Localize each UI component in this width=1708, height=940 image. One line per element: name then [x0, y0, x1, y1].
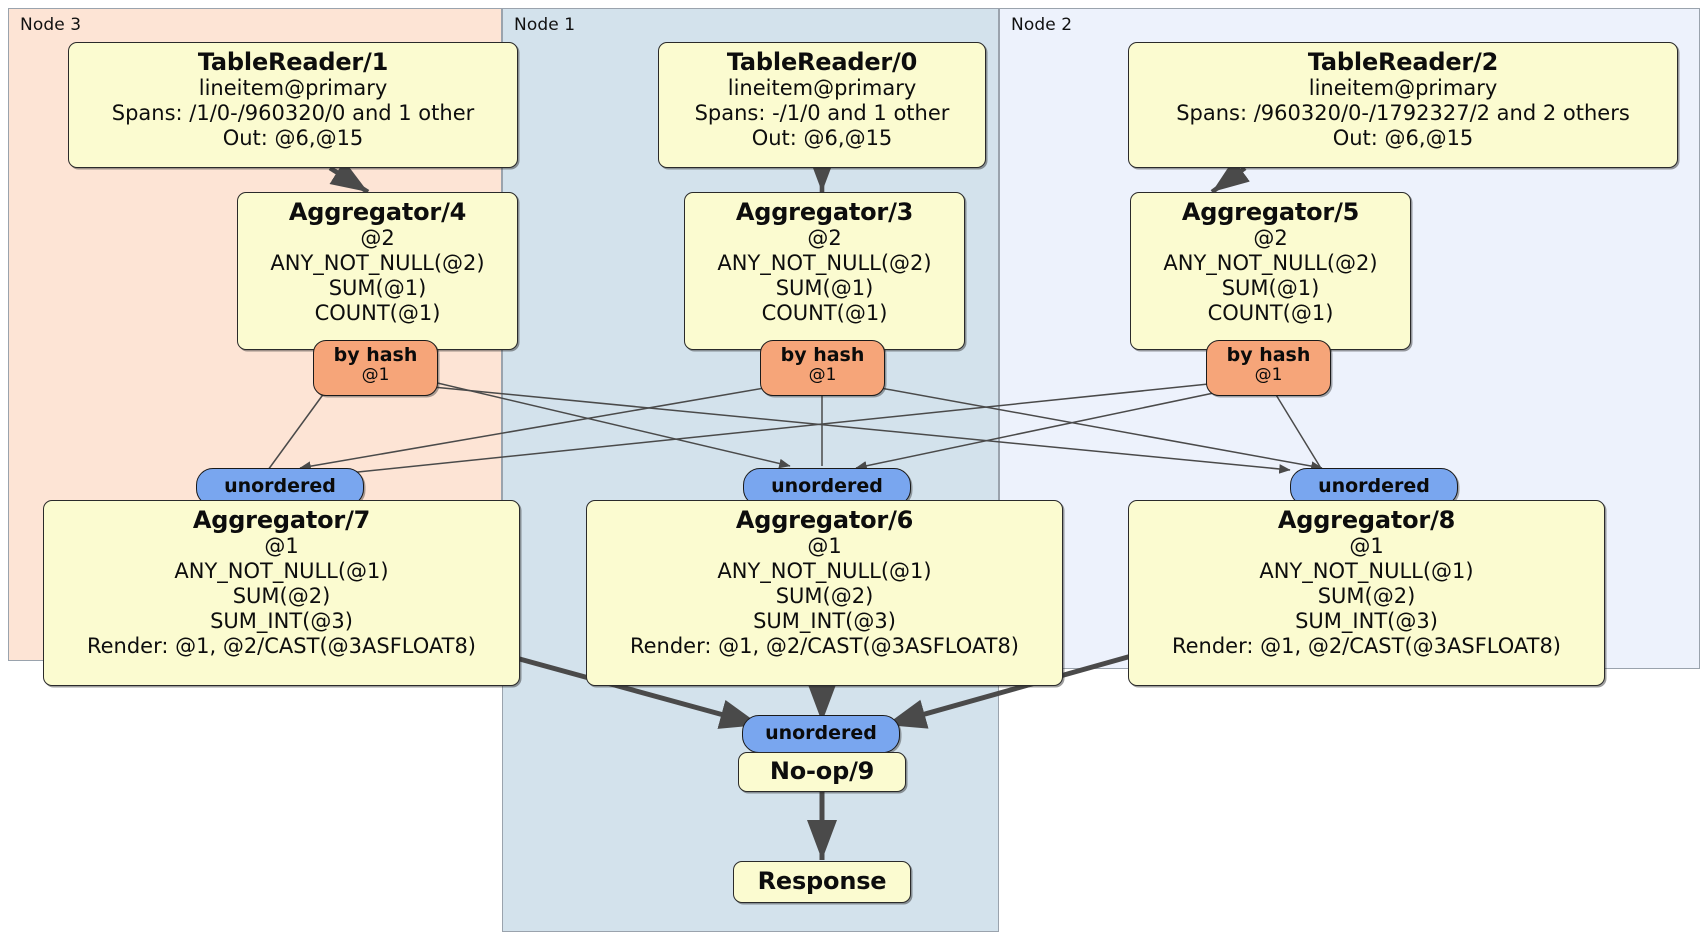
- processor-detail-agg-1: SUM(@1): [1221, 276, 1320, 301]
- processor-detail-out: Out: @6,@15: [222, 126, 364, 151]
- processor-title: Aggregator/4: [288, 198, 467, 226]
- processor-title: No-op/9: [769, 757, 875, 786]
- processor-detail-agg-1: SUM(@1): [775, 276, 874, 301]
- router-by-hash-left[interactable]: by hash @1: [313, 340, 438, 396]
- processor-tablereader-0[interactable]: TableReader/0 lineitem@primary Spans: -/…: [658, 42, 986, 168]
- processor-detail-agg-2: SUM_INT(@3): [210, 609, 353, 634]
- processor-detail-agg-0: ANY_NOT_NULL(@2): [270, 251, 485, 276]
- processor-detail-agg-1: SUM(@2): [1317, 584, 1416, 609]
- stream-label: unordered: [765, 722, 877, 745]
- processor-title: TableReader/0: [726, 48, 918, 76]
- processor-detail-groupcols: @1: [807, 534, 842, 559]
- stream-label: unordered: [1318, 475, 1430, 498]
- processor-aggregator-4[interactable]: Aggregator/4 @2 ANY_NOT_NULL(@2) SUM(@1)…: [237, 192, 518, 350]
- processor-detail-agg-0: ANY_NOT_NULL(@1): [717, 559, 932, 584]
- processor-detail-agg-2: SUM_INT(@3): [753, 609, 896, 634]
- processor-response[interactable]: Response: [733, 861, 911, 903]
- processor-detail-groupcols: @2: [1253, 226, 1288, 251]
- processor-detail-groupcols: @2: [360, 226, 395, 251]
- processor-detail-table: lineitem@primary: [198, 76, 388, 101]
- processor-title: Aggregator/8: [1277, 506, 1456, 534]
- processor-title: TableReader/2: [1307, 48, 1499, 76]
- processor-detail-groupcols: @1: [264, 534, 299, 559]
- processor-detail-render: Render: @1, @2/CAST(@3ASFLOAT8): [1171, 634, 1562, 659]
- processor-detail-agg-2: COUNT(@1): [1207, 301, 1334, 326]
- node-panel-label-node3: Node 3: [20, 15, 82, 35]
- processor-aggregator-7[interactable]: Aggregator/7 @1 ANY_NOT_NULL(@1) SUM(@2)…: [43, 500, 520, 686]
- processor-detail-spans: Spans: /960320/0-/1792327/2 and 2 others: [1176, 101, 1630, 126]
- processor-detail-spans: Spans: /1/0-/960320/0 and 1 other: [111, 101, 475, 126]
- stream-unordered-right[interactable]: unordered: [1290, 468, 1458, 506]
- processor-title: TableReader/1: [197, 48, 389, 76]
- processor-detail-agg-2: COUNT(@1): [761, 301, 888, 326]
- router-hash-column: @1: [1254, 364, 1283, 385]
- processor-title: Response: [757, 867, 887, 896]
- processor-tablereader-1[interactable]: TableReader/1 lineitem@primary Spans: /1…: [68, 42, 518, 168]
- stream-label: unordered: [771, 475, 883, 498]
- processor-aggregator-5[interactable]: Aggregator/5 @2 ANY_NOT_NULL(@2) SUM(@1)…: [1130, 192, 1411, 350]
- router-by-hash-right[interactable]: by hash @1: [1206, 340, 1331, 396]
- processor-detail-spans: Spans: -/1/0 and 1 other: [694, 101, 950, 126]
- processor-detail-agg-2: COUNT(@1): [314, 301, 441, 326]
- router-hash-column: @1: [808, 364, 837, 385]
- processor-detail-table: lineitem@primary: [727, 76, 917, 101]
- processor-detail-agg-0: ANY_NOT_NULL(@2): [1163, 251, 1378, 276]
- node-panel-label-node2: Node 2: [1011, 15, 1073, 35]
- processor-detail-groupcols: @2: [807, 226, 842, 251]
- processor-detail-out: Out: @6,@15: [751, 126, 893, 151]
- processor-detail-agg-0: ANY_NOT_NULL(@2): [717, 251, 932, 276]
- processor-title: Aggregator/7: [192, 506, 371, 534]
- processor-detail-agg-2: SUM_INT(@3): [1295, 609, 1438, 634]
- processor-aggregator-6[interactable]: Aggregator/6 @1 ANY_NOT_NULL(@1) SUM(@2)…: [586, 500, 1063, 686]
- processor-detail-agg-1: SUM(@1): [328, 276, 427, 301]
- processor-detail-agg-1: SUM(@2): [232, 584, 331, 609]
- processor-detail-out: Out: @6,@15: [1332, 126, 1474, 151]
- node-panel-label-node1: Node 1: [514, 15, 576, 35]
- router-label: by hash: [780, 344, 865, 366]
- processor-detail-table: lineitem@primary: [1308, 76, 1498, 101]
- router-label: by hash: [333, 344, 418, 366]
- processor-noop-9[interactable]: No-op/9: [738, 752, 906, 792]
- processor-aggregator-3[interactable]: Aggregator/3 @2 ANY_NOT_NULL(@2) SUM(@1)…: [684, 192, 965, 350]
- processor-detail-groupcols: @1: [1349, 534, 1384, 559]
- processor-title: Aggregator/3: [735, 198, 914, 226]
- router-hash-column: @1: [361, 364, 390, 385]
- router-by-hash-center[interactable]: by hash @1: [760, 340, 885, 396]
- stream-unordered-center[interactable]: unordered: [743, 468, 911, 506]
- processor-detail-agg-1: SUM(@2): [775, 584, 874, 609]
- processor-title: Aggregator/5: [1181, 198, 1360, 226]
- processor-aggregator-8[interactable]: Aggregator/8 @1 ANY_NOT_NULL(@1) SUM(@2)…: [1128, 500, 1605, 686]
- router-label: by hash: [1226, 344, 1311, 366]
- processor-detail-render: Render: @1, @2/CAST(@3ASFLOAT8): [629, 634, 1020, 659]
- stream-unordered-final[interactable]: unordered: [742, 715, 900, 753]
- processor-detail-render: Render: @1, @2/CAST(@3ASFLOAT8): [86, 634, 477, 659]
- processor-title: Aggregator/6: [735, 506, 914, 534]
- processor-detail-agg-0: ANY_NOT_NULL(@1): [174, 559, 389, 584]
- processor-tablereader-2[interactable]: TableReader/2 lineitem@primary Spans: /9…: [1128, 42, 1678, 168]
- stream-label: unordered: [224, 475, 336, 498]
- processor-detail-agg-0: ANY_NOT_NULL(@1): [1259, 559, 1474, 584]
